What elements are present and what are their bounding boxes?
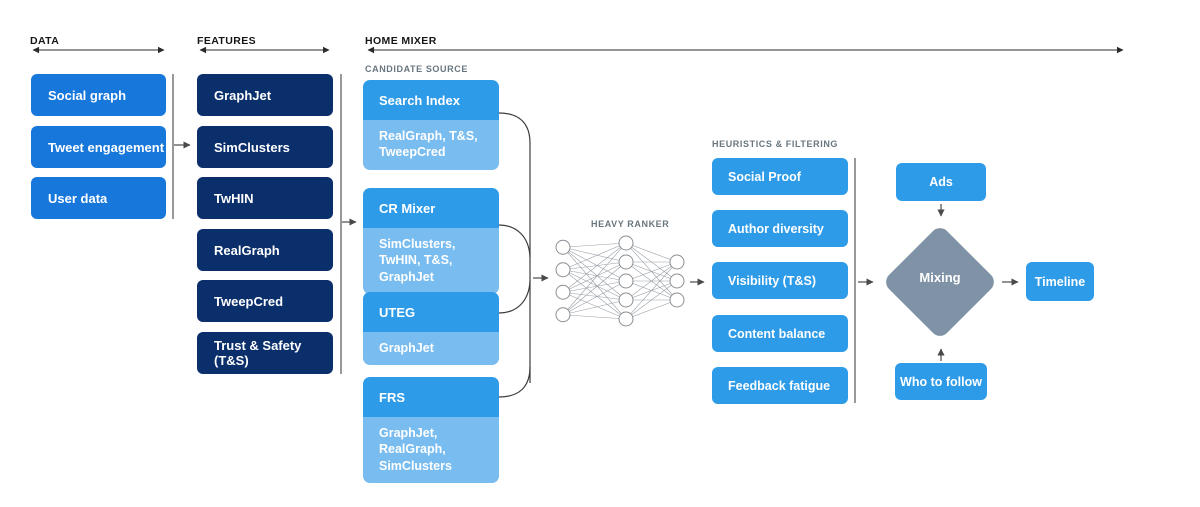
ads-box: Ads [896, 163, 986, 201]
heavy-ranker-label: HEAVY RANKER [591, 219, 670, 229]
heavy-ranker-network [555, 235, 685, 327]
box-label: Who to follow [900, 374, 982, 389]
source-name: CR Mixer [379, 200, 436, 216]
source-features: SimClusters, TwHIN, T&S, GraphJet [363, 228, 499, 294]
feature-box-graphjet: GraphJet [197, 74, 333, 116]
data-box-social-graph: Social graph [31, 74, 166, 116]
source-header: UTEG [363, 292, 499, 332]
source-name: Search Index [379, 92, 460, 108]
timeline-box: Timeline [1026, 262, 1094, 301]
features-section-label: FEATURES [197, 35, 257, 47]
box-label: Social Proof [728, 169, 801, 184]
box-label: Content balance [728, 326, 826, 341]
box-label: SimClusters [214, 139, 290, 155]
source-features: GraphJet, RealGraph, SimClusters [363, 417, 499, 483]
data-section-label: DATA [30, 35, 60, 47]
source-name: FRS [379, 389, 405, 405]
box-label: Ads [929, 175, 953, 189]
box-label: GraphJet [214, 87, 272, 103]
box-label: TwHIN [214, 190, 254, 206]
source-header: Search Index [363, 80, 499, 120]
filter-box-author-diversity: Author diversity [712, 210, 848, 247]
source-header: FRS [363, 377, 499, 417]
box-label: User data [48, 190, 108, 206]
source-search-index: Search Index RealGraph, T&S, TweepCred [363, 80, 499, 170]
box-label: TweepCred [214, 293, 284, 309]
feature-box-realgraph: RealGraph [197, 229, 333, 271]
source-header: CR Mixer [363, 188, 499, 228]
feature-box-twhin: TwHIN [197, 177, 333, 219]
source-frs: FRS GraphJet, RealGraph, SimClusters [363, 377, 499, 483]
candidate-source-bracket [498, 112, 531, 398]
filter-box-visibility: Visibility (T&S) [712, 262, 848, 299]
filter-box-feedback-fatigue: Feedback fatigue [712, 367, 848, 404]
source-cr-mixer: CR Mixer SimClusters, TwHIN, T&S, GraphJ… [363, 188, 499, 294]
data-box-tweet-engagement: Tweet engagement [31, 126, 166, 168]
heuristics-filtering-label: HEURISTICS & FILTERING [712, 139, 839, 149]
home-mixer-section-label: HOME MIXER [365, 35, 437, 47]
feature-box-simclusters: SimClusters [197, 126, 333, 168]
data-box-user-data: User data [31, 177, 166, 219]
feature-box-trust-safety: Trust & Safety (T&S) [197, 332, 333, 374]
feature-box-tweepcred: TweepCred [197, 280, 333, 322]
mixing-diamond [886, 228, 994, 336]
who-to-follow-box: Who to follow [895, 363, 987, 400]
source-uteg: UTEG GraphJet [363, 292, 499, 366]
source-features: RealGraph, T&S, TweepCred [363, 120, 499, 170]
mixing-label: Mixing [919, 270, 961, 285]
box-label: Author diversity [728, 221, 824, 236]
filter-box-content-balance: Content balance [712, 315, 848, 352]
box-label: RealGraph [214, 242, 280, 258]
source-name: UTEG [379, 304, 416, 320]
box-label: Feedback fatigue [728, 378, 831, 393]
box-label: Social graph [48, 87, 127, 103]
box-label: Trust & Safety (T&S) [214, 338, 302, 368]
candidate-source-label: CANDIDATE SOURCE [365, 64, 468, 74]
source-features: GraphJet [363, 332, 499, 366]
filter-box-social-proof: Social Proof [712, 158, 848, 195]
box-label: Timeline [1034, 274, 1086, 289]
box-label: Visibility (T&S) [728, 273, 816, 288]
box-label: Tweet engagement [48, 139, 165, 155]
